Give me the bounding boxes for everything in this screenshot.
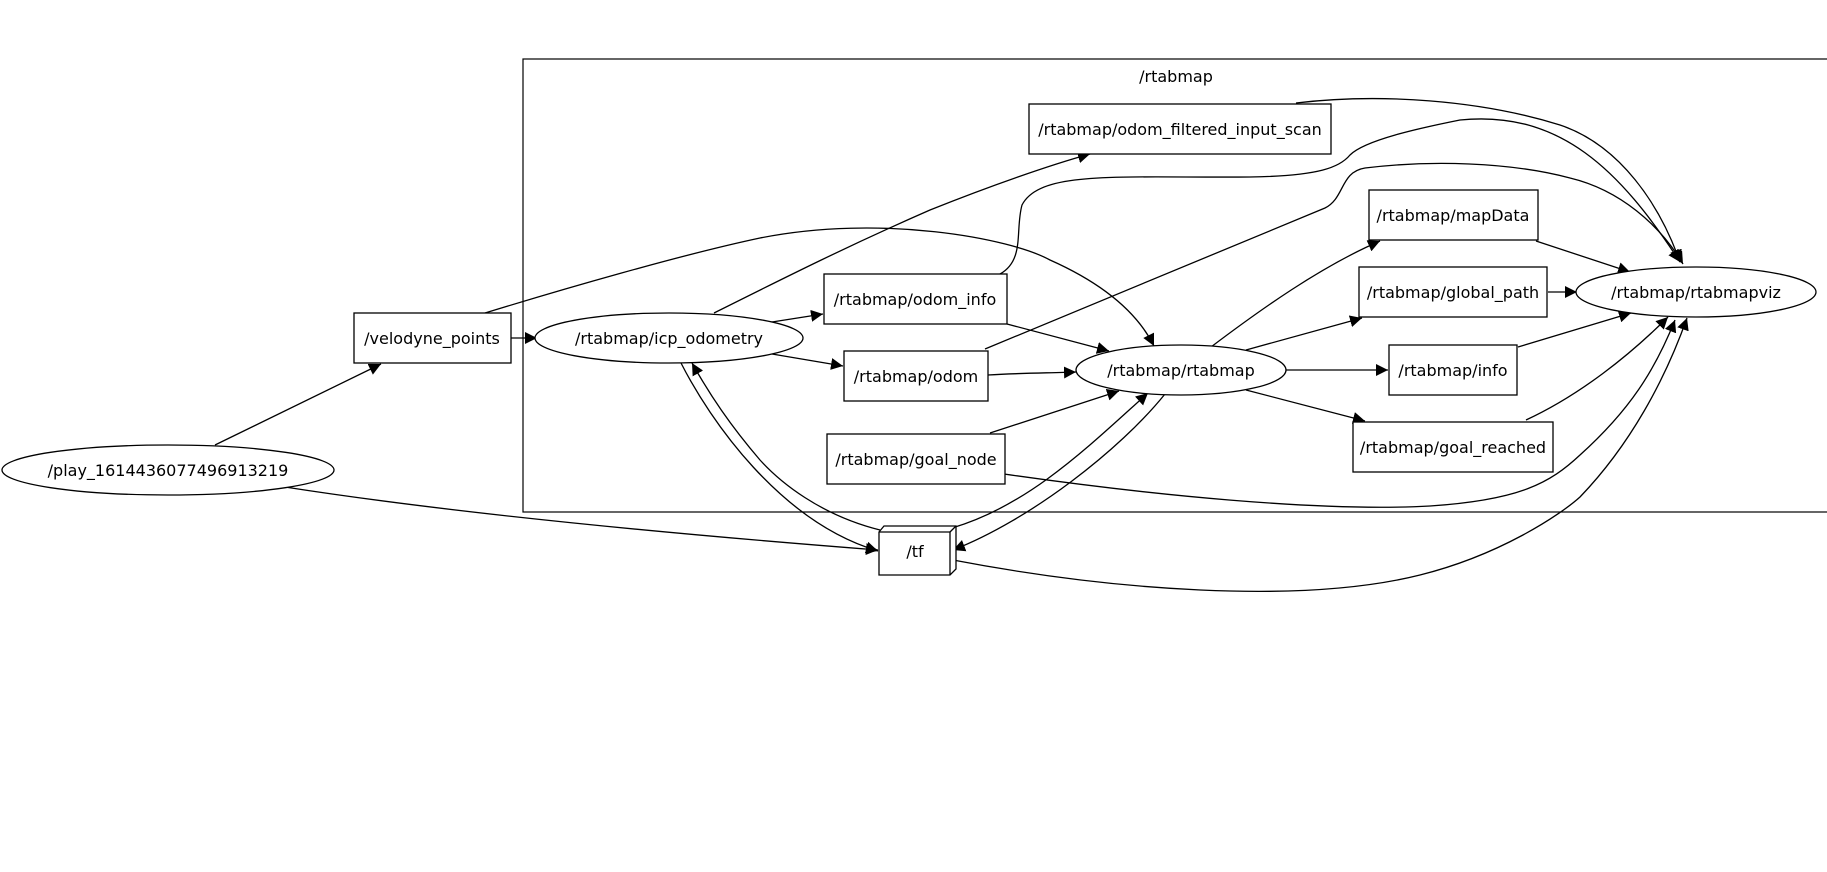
- node-icp-odometry-label: /rtabmap/icp_odometry: [575, 329, 763, 349]
- edge-play-velodyne: [214, 363, 382, 446]
- node-play-label: /play_1614436077496913219: [48, 461, 289, 481]
- edge-odom-rtabmap: [987, 366, 1077, 379]
- node-rtabmapviz[interactable]: /rtabmap/rtabmapviz: [1575, 266, 1817, 318]
- cluster-rtabmap: [522, 58, 1827, 513]
- node-rtabmap-shape: [1075, 344, 1287, 396]
- edge-rtabmap-globalpath: [1245, 315, 1363, 351]
- edge-goalnode-viz: [1003, 319, 1677, 508]
- edge-tf-viz: [952, 317, 1689, 592]
- node-rtabmap-label: /rtabmap/rtabmap: [1107, 361, 1255, 380]
- node-rtabmap[interactable]: /rtabmap/rtabmap: [1075, 344, 1287, 396]
- node-odom-label: /rtabmap/odom: [854, 367, 978, 386]
- node-goal-reached-shape: [1352, 421, 1554, 473]
- node-rtabmapviz-shape: [1575, 266, 1817, 318]
- node-goal-node-label: /rtabmap/goal_node: [835, 450, 996, 470]
- edge-scan-viz: [1295, 97, 1682, 263]
- node-tf-box-3d: [878, 525, 957, 576]
- node-tf[interactable]: /tf: [878, 525, 957, 576]
- node-tf-box-corner: [949, 525, 957, 533]
- edge-icp-tf: [680, 362, 879, 554]
- edge-icp-odominfo: [771, 309, 824, 323]
- cluster-label: /rtabmap: [1139, 67, 1213, 86]
- node-odom-filtered-input-scan-shape: [1028, 103, 1332, 155]
- edge-icp-scan: [713, 151, 1091, 314]
- node-goal-node[interactable]: /rtabmap/goal_node: [826, 433, 1006, 485]
- edge-play-tf: [284, 486, 879, 556]
- node-odom-info-label: /rtabmap/odom_info: [834, 290, 996, 310]
- node-mapdata-label: /rtabmap/mapData: [1377, 206, 1530, 225]
- edge-icp-odom: [771, 353, 844, 370]
- node-mapdata-shape: [1368, 189, 1539, 241]
- node-global-path-label: /rtabmap/global_path: [1367, 283, 1539, 303]
- edges: [214, 97, 1689, 592]
- edge-tf-rtabmap: [951, 392, 1149, 529]
- node-info-label: /rtabmap/info: [1398, 361, 1507, 380]
- node-tf-label: /tf: [906, 542, 924, 561]
- node-info-shape: [1388, 344, 1518, 396]
- node-icp-odometry[interactable]: /rtabmap/icp_odometry: [534, 312, 804, 364]
- node-velodyne-points-shape: [353, 312, 512, 364]
- node-mapdata[interactable]: /rtabmap/mapData: [1368, 189, 1539, 241]
- edge-rtabmap-goalreached: [1245, 389, 1366, 424]
- node-odom-shape: [843, 350, 989, 402]
- node-play[interactable]: /play_1614436077496913219: [1, 444, 335, 496]
- edge-tf-icp: [691, 362, 881, 531]
- node-velodyne-points-label: /velodyne_points: [364, 329, 500, 349]
- node-info[interactable]: /rtabmap/info: [1388, 344, 1518, 396]
- edge-rtabmap-tf: [952, 393, 1166, 552]
- node-odom-filtered-input-scan-label: /rtabmap/odom_filtered_input_scan: [1038, 120, 1322, 140]
- edge-odominfo-rtabmap: [1006, 323, 1110, 354]
- node-odom-info-shape: [823, 273, 1008, 325]
- edge-info-viz: [1517, 310, 1632, 348]
- edge-goalnode-rtabmap: [989, 389, 1120, 434]
- edge-rtabmap-mapdata: [1210, 240, 1381, 348]
- node-odom-info[interactable]: /rtabmap/odom_info: [823, 273, 1008, 325]
- node-global-path[interactable]: /rtabmap/global_path: [1358, 266, 1548, 318]
- node-odom[interactable]: /rtabmap/odom: [843, 350, 989, 402]
- edge-mapdata-viz: [1535, 240, 1631, 274]
- node-global-path-shape: [1358, 266, 1548, 318]
- node-goal-node-shape: [826, 433, 1006, 485]
- node-odom-filtered-input-scan[interactable]: /rtabmap/odom_filtered_input_scan: [1028, 103, 1332, 155]
- node-icp-odometry-shape: [534, 312, 804, 364]
- node-goal-reached-label: /rtabmap/goal_reached: [1360, 438, 1546, 458]
- edge-goalreached-viz: [1525, 316, 1669, 421]
- node-rtabmapviz-label: /rtabmap/rtabmapviz: [1611, 283, 1781, 302]
- edge-odom-viz: [984, 162, 1684, 350]
- edge-odominfo-viz: [999, 118, 1681, 275]
- node-play-shape: [1, 444, 335, 496]
- node-goal-reached[interactable]: /rtabmap/goal_reached: [1352, 421, 1554, 473]
- node-velodyne-points[interactable]: /velodyne_points: [353, 312, 512, 364]
